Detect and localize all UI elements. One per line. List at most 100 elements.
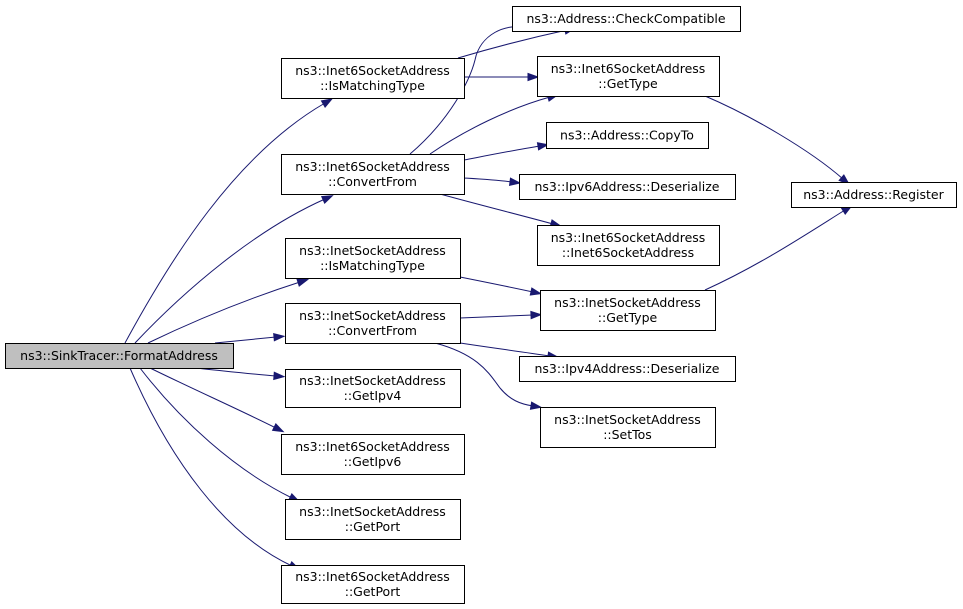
node-label: ::ConvertFrom: [328, 174, 417, 189]
edge-line: [439, 193, 554, 225]
node-box[interactable]: [281, 434, 465, 475]
edge-line: [463, 177, 513, 183]
node-label: ns3::Inet6SocketAddress: [295, 439, 450, 454]
edge-line: [459, 314, 534, 319]
node-box[interactable]: [791, 182, 957, 208]
node-label: ns3::InetSocketAddress: [299, 504, 446, 519]
node-addr_register[interactable]: ns3::Address::Register: [791, 182, 957, 208]
node-layer: ns3::SinkTracer::FormatAddressns3::Inet6…: [5, 6, 957, 604]
node-i6_gettype[interactable]: ns3::Inet6SocketAddress::GetType: [537, 56, 720, 97]
node-label: ::GetPort: [345, 584, 401, 599]
node-i4_convertfrom[interactable]: ns3::InetSocketAddress::ConvertFrom: [285, 303, 461, 344]
node-label: ns3::Inet6SocketAddress: [295, 159, 450, 174]
edge-formataddress-to-i6_convertfrom: [134, 195, 334, 344]
edge-i6_convertfrom-to-ipv6_deser: [463, 177, 522, 186]
node-formataddress[interactable]: ns3::SinkTracer::FormatAddress: [5, 343, 234, 369]
node-label: ::SetTos: [603, 427, 652, 442]
node-label: ::GetPort: [345, 519, 401, 534]
edge-line: [459, 276, 534, 293]
edge-line: [704, 95, 844, 180]
node-label: ns3::Address::CheckCompatible: [526, 11, 725, 26]
arrow-head-icon: [273, 371, 286, 381]
node-i4_getipv4[interactable]: ns3::InetSocketAddress::GetIpv4: [285, 369, 461, 408]
node-box[interactable]: [537, 225, 720, 266]
node-label: ns3::Inet6SocketAddress: [295, 63, 450, 78]
node-i6_convertfrom[interactable]: ns3::Inet6SocketAddress::ConvertFrom: [281, 154, 465, 195]
node-box[interactable]: [281, 565, 465, 604]
edge-i6_convertfrom-to-addr_copyto: [463, 142, 550, 161]
node-box[interactable]: [546, 122, 709, 149]
root-node-box[interactable]: [5, 343, 234, 369]
edge-line: [124, 102, 326, 344]
node-box[interactable]: [519, 356, 736, 382]
node-label: ns3::Inet6SocketAddress: [295, 569, 450, 584]
node-box[interactable]: [281, 154, 465, 195]
edge-i4_convertfrom-to-i4_gettype: [459, 310, 543, 320]
arrow-head-icon: [527, 72, 540, 82]
node-label: ns3::InetSocketAddress: [299, 373, 446, 388]
node-i4_gettype[interactable]: ns3::InetSocketAddress::GetType: [540, 290, 716, 331]
node-label: ns3::Ipv6Address::Deserialize: [535, 179, 720, 194]
edge-line: [434, 342, 534, 407]
node-addr_checkcompat[interactable]: ns3::Address::CheckCompatible: [512, 6, 741, 32]
node-box[interactable]: [540, 407, 716, 448]
node-label: ns3::Address::CopyTo: [560, 128, 694, 143]
node-label: ns3::Inet6SocketAddress: [551, 61, 706, 76]
node-box[interactable]: [285, 499, 461, 540]
node-box[interactable]: [285, 369, 461, 408]
node-label: ::GetType: [598, 76, 658, 91]
node-box[interactable]: [281, 58, 465, 99]
node-box[interactable]: [537, 56, 720, 97]
node-label: ::Inet6SocketAddress: [562, 245, 694, 260]
edge-line: [147, 281, 301, 344]
node-label: ns3::InetSocketAddress: [554, 412, 701, 427]
node-label: ::IsMatchingType: [320, 258, 425, 273]
edge-formataddress-to-i4_ismatching: [147, 278, 310, 344]
node-label: ns3::SinkTracer::FormatAddress: [20, 348, 218, 363]
node-label: ns3::InetSocketAddress: [299, 243, 446, 258]
node-i6_getipv6[interactable]: ns3::Inet6SocketAddress::GetIpv6: [281, 434, 465, 475]
edge-line: [463, 145, 541, 161]
node-ipv4_deser[interactable]: ns3::Ipv4Address::Deserialize: [519, 356, 736, 382]
node-label: ::ConvertFrom: [328, 323, 417, 338]
arrow-head-icon: [296, 278, 310, 287]
node-i6_ctor[interactable]: ns3::Inet6SocketAddress::Inet6SocketAddr…: [537, 225, 720, 266]
edge-i6_ismatching-to-i6_gettype: [463, 72, 540, 82]
node-box[interactable]: [512, 6, 741, 32]
node-i4_settos[interactable]: ns3::InetSocketAddress::SetTos: [540, 407, 716, 448]
edge-line: [139, 367, 293, 499]
node-label: ns3::Address::Register: [803, 187, 944, 202]
edge-line: [704, 209, 846, 291]
node-box[interactable]: [540, 290, 716, 331]
node-box[interactable]: [285, 238, 461, 279]
node-label: ns3::Ipv4Address::Deserialize: [535, 361, 720, 376]
node-i4_getport[interactable]: ns3::InetSocketAddress::GetPort: [285, 499, 461, 540]
arrow-head-icon: [536, 142, 550, 151]
node-i6_getport[interactable]: ns3::Inet6SocketAddress::GetPort: [281, 565, 465, 604]
node-label: ::GetIpv6: [344, 454, 402, 469]
node-box[interactable]: [285, 303, 461, 344]
edge-formataddress-to-i4_getipv4: [194, 367, 286, 381]
node-box[interactable]: [519, 174, 736, 200]
node-label: ns3::InetSocketAddress: [554, 295, 701, 310]
arrow-head-icon: [508, 177, 522, 186]
edge-i4_gettype-to-addr_register: [704, 204, 854, 291]
edge-line: [129, 367, 293, 567]
edge-line: [429, 96, 551, 155]
node-addr_copyto[interactable]: ns3::Address::CopyTo: [546, 122, 709, 149]
edge-line: [214, 336, 277, 344]
arrow-head-icon: [320, 98, 334, 108]
edge-layer: [124, 23, 854, 571]
edge-formataddress-to-i6_ismatching: [124, 98, 334, 344]
edge-line: [149, 367, 277, 429]
node-label: ::IsMatchingType: [320, 78, 425, 93]
edge-line: [457, 29, 568, 59]
node-i6_ismatching[interactable]: ns3::Inet6SocketAddress::IsMatchingType: [281, 58, 465, 99]
node-label: ::GetIpv4: [344, 388, 402, 403]
arrow-head-icon: [529, 287, 543, 296]
arrow-head-icon: [529, 401, 543, 410]
arrow-head-icon: [271, 423, 285, 433]
node-i4_ismatching[interactable]: ns3::InetSocketAddress::IsMatchingType: [285, 238, 461, 279]
node-ipv6_deser[interactable]: ns3::Ipv6Address::Deserialize: [519, 174, 736, 200]
edge-formataddress-to-i4_convertfrom: [214, 332, 286, 344]
